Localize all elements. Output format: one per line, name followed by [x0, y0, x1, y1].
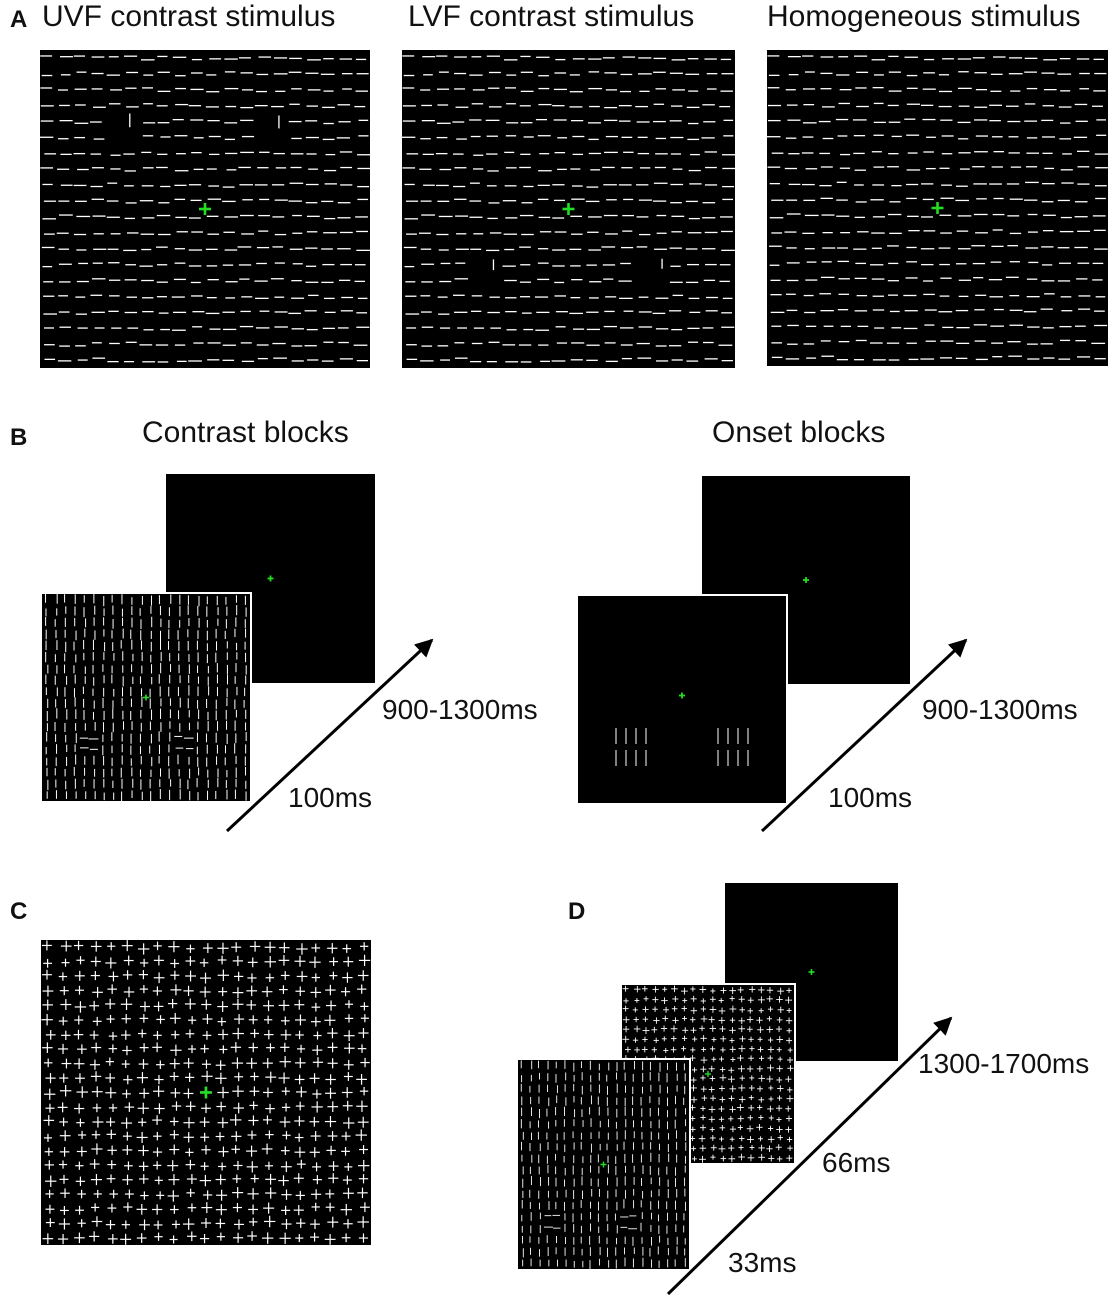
- fixation-cross: [808, 969, 815, 975]
- fixation-cross: [562, 203, 575, 215]
- texture: [40, 55, 370, 363]
- fixation-cross: [267, 575, 274, 582]
- contrast-blocks-title: Contrast blocks: [142, 416, 349, 449]
- fixation-cross: [199, 203, 211, 215]
- time-arrow: [225, 638, 434, 833]
- contrast-long-duration-label: 900-1300ms: [382, 694, 538, 725]
- fixation-cross: [705, 1071, 711, 1077]
- fixation-cross: [200, 1086, 212, 1099]
- uvf-title: UVF contrast stimulus: [42, 0, 336, 33]
- fixation-cross: [143, 694, 149, 701]
- fixation-cross: [679, 692, 685, 699]
- texture: [808, 969, 815, 975]
- texture: [520, 1060, 687, 1269]
- onset-blocks-title: Onset blocks: [712, 416, 886, 449]
- texture: [767, 55, 1108, 361]
- fixation-cross: [803, 577, 809, 583]
- texture: [803, 577, 809, 583]
- onset-long-duration-label: 900-1300ms: [922, 694, 1078, 725]
- homogeneous-title: Homogeneous stimulus: [767, 0, 1081, 33]
- uvf-contrast-stimulus-image: [40, 50, 370, 368]
- time-arrow: [666, 1016, 953, 1296]
- texture: [615, 692, 749, 766]
- contrast-stimulus-frame: [516, 1058, 691, 1271]
- d-long-duration-label: 1300-1700ms: [918, 1048, 1090, 1079]
- fixation-cross: [931, 202, 944, 214]
- texture: [45, 594, 247, 801]
- lvf-contrast-stimulus-image: [402, 50, 735, 368]
- panel-letter-d: D: [568, 898, 586, 925]
- fixation-cross: [600, 1161, 607, 1168]
- texture: [41, 940, 371, 1245]
- panel-letter-c: C: [10, 898, 28, 925]
- d-stimulus-duration-label: 33ms: [728, 1247, 797, 1278]
- texture: [402, 55, 735, 363]
- texture: [267, 575, 274, 582]
- contrast-stimulus-frame: [40, 592, 252, 803]
- cross-mask-image: [41, 940, 371, 1245]
- homogeneous-stimulus-image: [767, 50, 1108, 366]
- onset-short-duration-label: 100ms: [828, 782, 913, 813]
- panel-letter-a: A: [10, 6, 28, 33]
- onset-stimulus-frame: [576, 594, 788, 805]
- time-arrow: [760, 638, 968, 833]
- panel-letter-b: B: [10, 424, 28, 451]
- d-mask-duration-label: 66ms: [822, 1147, 891, 1178]
- lvf-title: LVF contrast stimulus: [408, 0, 695, 33]
- contrast-short-duration-label: 100ms: [288, 782, 373, 813]
